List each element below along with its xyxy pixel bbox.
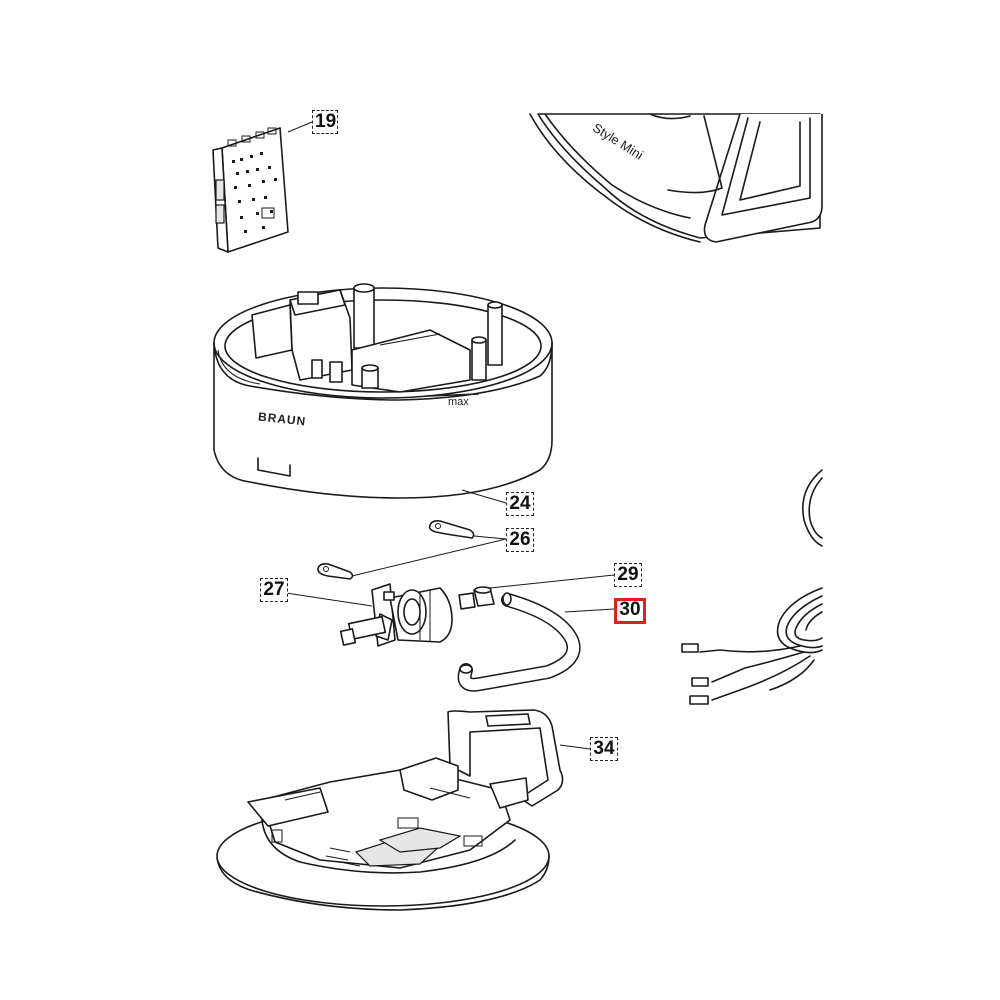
power-cable-assembly <box>681 469 823 705</box>
hose-part-30 <box>457 592 615 692</box>
callout-part-19[interactable]: 19 <box>312 110 338 134</box>
callout-part-30-highlighted[interactable]: 30 <box>614 598 646 624</box>
base-plate-part-34 <box>216 709 591 911</box>
callout-part-29[interactable]: 29 <box>614 563 642 587</box>
max-fill-mark: max <box>448 396 469 408</box>
callout-part-26[interactable]: 26 <box>506 528 534 552</box>
iron-station-housing <box>529 113 823 243</box>
water-tank-base-part-24 <box>213 283 553 504</box>
callout-part-34[interactable]: 34 <box>590 737 618 761</box>
water-pump-part-27 <box>285 583 453 647</box>
elbow-connector-part-29 <box>458 574 615 610</box>
retaining-clips-part-26 <box>317 520 507 580</box>
callout-part-27[interactable]: 27 <box>260 578 288 602</box>
callout-part-24[interactable]: 24 <box>506 492 534 516</box>
pcb-board-part-19 <box>212 121 313 253</box>
